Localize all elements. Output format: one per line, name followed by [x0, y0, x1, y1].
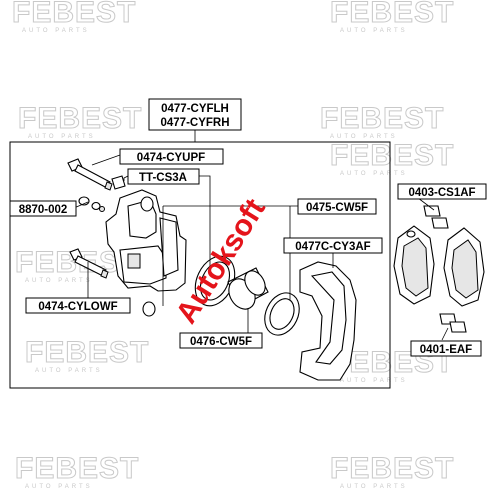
- assembly-label-box: 0477-CYFLH 0477-CYFRH: [148, 98, 242, 131]
- svg-text:AUTO PARTS: AUTO PARTS: [330, 134, 398, 140]
- svg-text:AUTO PARTS: AUTO PARTS: [25, 484, 93, 490]
- piston-seal-ring: [194, 255, 236, 307]
- svg-text:8870-002: 8870-002: [19, 204, 68, 216]
- svg-text:FEBEST: FEBEST: [25, 336, 149, 369]
- svg-text:AUTO PARTS: AUTO PARTS: [340, 28, 408, 34]
- upper-guide-pin: [67, 158, 113, 191]
- caliper-assembly-frame: [9, 141, 391, 389]
- svg-text:0476-CW5F: 0476-CW5F: [190, 336, 252, 348]
- svg-text:AUTO PARTS: AUTO PARTS: [35, 368, 103, 374]
- label-0477-cyflh: 0477-CYFLH: [161, 103, 229, 115]
- background-watermarks: FEBEST AUTO PARTS FEBEST AUTO PARTS FEBE…: [12, 0, 454, 490]
- svg-text:AUTO PARTS: AUTO PARTS: [340, 171, 408, 177]
- svg-text:FEBEST: FEBEST: [330, 139, 454, 172]
- svg-text:FEBEST: FEBEST: [18, 102, 142, 135]
- lower-guide-pin: [69, 248, 109, 279]
- watermark-brand: FEBEST AUTO PARTS: [12, 0, 136, 34]
- svg-text:AUTO PARTS: AUTO PARTS: [28, 134, 96, 140]
- caliper-bracket: [299, 261, 357, 381]
- svg-text:0401-EAF: 0401-EAF: [420, 344, 472, 356]
- part-label-0474-cyupf: 0474-CYUPF: [119, 148, 224, 165]
- part-label-0477c-cy3af: 0477C-CY3AF: [283, 237, 383, 254]
- watermark-brand: FEBEST AUTO PARTS: [320, 102, 444, 141]
- watermark-brand: FEBEST AUTO PARTS: [25, 336, 149, 375]
- svg-text:0403-CS1AF: 0403-CS1AF: [408, 187, 475, 199]
- svg-text:TT-CS3A: TT-CS3A: [139, 172, 187, 184]
- svg-text:FEBEST: FEBEST: [12, 0, 136, 29]
- svg-text:AUTO PARTS: AUTO PARTS: [22, 28, 90, 34]
- svg-text:AUTO PARTS: AUTO PARTS: [340, 378, 408, 384]
- svg-text:0477C-CY3AF: 0477C-CY3AF: [295, 241, 370, 253]
- brake-pad-inner: [393, 225, 435, 305]
- svg-text:0474-CYUPF: 0474-CYUPF: [137, 152, 205, 164]
- svg-text:FEBEST: FEBEST: [320, 102, 444, 135]
- watermark-brand: FEBEST AUTO PARTS: [330, 0, 454, 34]
- bleeder-cap: [78, 196, 105, 212]
- watermark-brand: FEBEST AUTO PARTS: [15, 452, 139, 491]
- svg-text:0474-CYLOWF: 0474-CYLOWF: [38, 301, 117, 313]
- svg-text:FEBEST: FEBEST: [330, 452, 454, 485]
- part-label-8870-002: 8870-002: [9, 200, 77, 217]
- svg-text:FEBEST: FEBEST: [15, 452, 139, 485]
- brake-pad-outer: [443, 227, 485, 307]
- label-0477-cyfrh: 0477-CYFRH: [160, 117, 229, 129]
- part-label-0403-cs1af: 0403-CS1AF: [397, 183, 487, 200]
- part-label-0475-cw5f: 0475-CW5F: [297, 198, 377, 215]
- svg-text:AUTO PARTS: AUTO PARTS: [340, 484, 408, 490]
- part-label-0474-cylowf: 0474-CYLOWF: [25, 297, 131, 314]
- dust-boot: [264, 292, 300, 336]
- part-label-tt-cs3a: TT-CS3A: [127, 168, 200, 185]
- watermark-brand: FEBEST AUTO PARTS: [330, 139, 454, 178]
- watermark-brand: FEBEST AUTO PARTS: [330, 452, 454, 491]
- bleeder-bolt: [111, 175, 126, 190]
- pad-shim-kit: [423, 205, 467, 333]
- part-label-0401-eaf: 0401-EAF: [410, 340, 482, 357]
- svg-text:AUTO PARTS: AUTO PARTS: [25, 278, 93, 284]
- piston: [227, 267, 269, 310]
- part-label-0476-cw5f: 0476-CW5F: [179, 332, 263, 349]
- caliper-body: [105, 189, 187, 317]
- watermark-brand: FEBEST AUTO PARTS: [18, 102, 142, 141]
- svg-text:0475-CW5F: 0475-CW5F: [306, 202, 368, 214]
- svg-text:FEBEST: FEBEST: [330, 0, 454, 29]
